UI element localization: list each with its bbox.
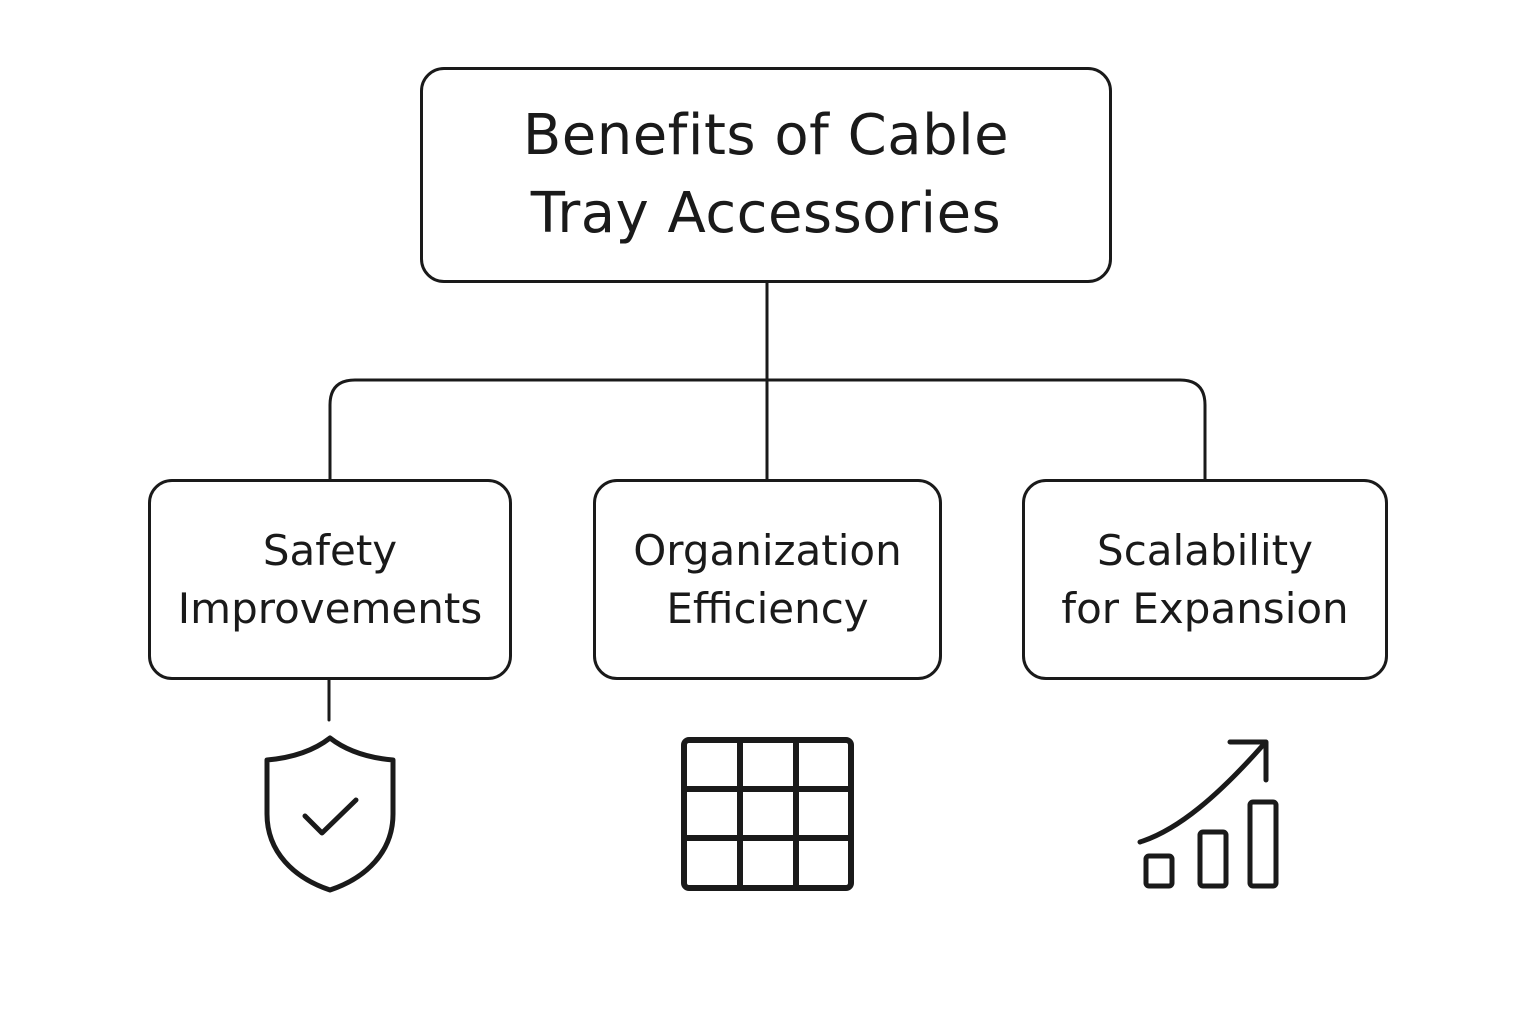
root-node: Benefits of Cable Tray Accessories bbox=[420, 67, 1112, 283]
child-node-label: Organization Efficiency bbox=[633, 522, 902, 638]
grid-icon bbox=[680, 736, 855, 892]
child-2-label-line-1: Organization bbox=[633, 525, 902, 575]
child-node-scalability: Scalability for Expansion bbox=[1022, 479, 1388, 680]
child-1-label-line-1: Safety bbox=[262, 525, 398, 575]
shield-check-icon bbox=[262, 734, 398, 894]
child-node-label: Scalability for Expansion bbox=[1061, 522, 1348, 638]
root-label-line-2: Tray Accessories bbox=[530, 181, 1002, 246]
root-node-label: Benefits of Cable Tray Accessories bbox=[523, 97, 1009, 253]
child-3-label-line-1: Scalability bbox=[1097, 525, 1313, 575]
growth-chart-icon bbox=[1134, 734, 1284, 894]
child-3-label-line-2: for Expansion bbox=[1061, 583, 1349, 633]
child-node-organization: Organization Efficiency bbox=[593, 479, 942, 680]
child-1-label-line-2: Improvements bbox=[177, 583, 483, 633]
child-node-label: Safety Improvements bbox=[178, 522, 482, 638]
root-label-line-1: Benefits of Cable bbox=[522, 103, 1010, 168]
child-2-label-line-2: Efficiency bbox=[666, 583, 869, 633]
child-node-safety: Safety Improvements bbox=[148, 479, 512, 680]
